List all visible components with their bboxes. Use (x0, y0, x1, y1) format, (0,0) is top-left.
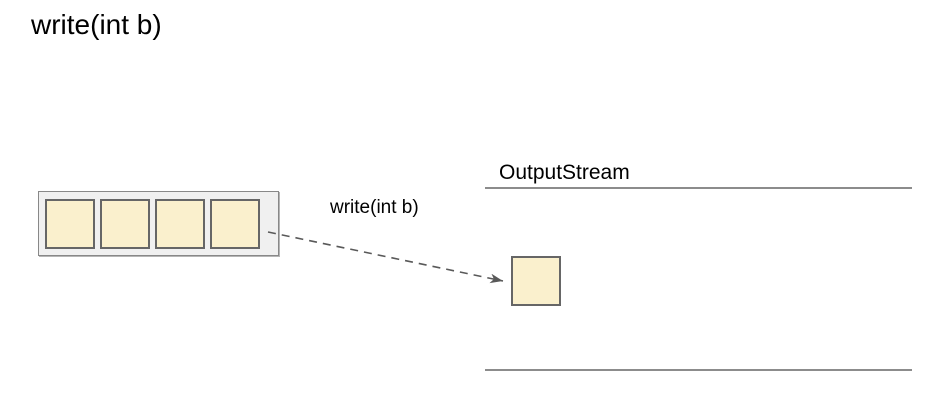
outputstream-bottom-divider (485, 369, 912, 371)
byte-cell (45, 199, 95, 249)
byte-array-cells (45, 199, 273, 249)
outputstream-lane-label: OutputStream (499, 161, 630, 184)
byte-cell (155, 199, 205, 249)
write-arrow-label: write(int b) (330, 197, 419, 218)
write-arrow-icon (267, 231, 504, 284)
outputstream-byte-cell (511, 256, 561, 306)
byte-cell (210, 199, 260, 249)
byte-array-container (38, 191, 279, 256)
page-title: write(int b) (31, 9, 162, 40)
byte-cell (100, 199, 150, 249)
outputstream-top-divider (485, 187, 912, 189)
